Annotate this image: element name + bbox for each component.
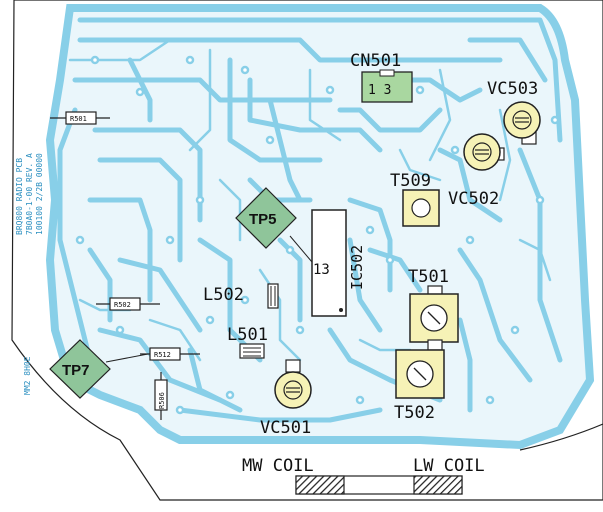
pads bbox=[75, 55, 560, 415]
resistor-r501 bbox=[65, 111, 97, 125]
testpoint-tp5 bbox=[235, 187, 297, 249]
trimmer-vc503 bbox=[503, 101, 541, 139]
connector-cn501 bbox=[361, 71, 413, 103]
ic-ic502 bbox=[311, 209, 347, 317]
mw-coil-pad bbox=[295, 475, 345, 495]
lw-coil-label: LW COIL bbox=[413, 456, 485, 476]
resistor-r502 bbox=[109, 297, 141, 311]
t509-label: T509 bbox=[390, 171, 431, 191]
ic-pin-13: 13 bbox=[313, 262, 330, 278]
trimmer-vc502 bbox=[463, 133, 501, 171]
tp5-label: TP5 bbox=[249, 211, 277, 228]
l501-label: L501 bbox=[227, 325, 268, 345]
testpoint-tp7 bbox=[49, 339, 111, 399]
resistor-r512 bbox=[149, 347, 181, 361]
mw-coil-label: MW COIL bbox=[242, 456, 314, 476]
vc502-label: VC502 bbox=[448, 189, 499, 209]
vc503-label: VC503 bbox=[487, 79, 538, 99]
resistor-r506 bbox=[154, 379, 168, 411]
board-mark: MM2 8H0E bbox=[23, 356, 32, 395]
board-edge-right bbox=[519, 423, 603, 451]
vc501-label: VC501 bbox=[260, 418, 311, 438]
r506-label: R506 bbox=[158, 392, 166, 409]
r501-label: R501 bbox=[70, 115, 87, 123]
cn501-label: CN501 bbox=[350, 51, 401, 71]
cn501-pins: 1 3 bbox=[368, 83, 391, 98]
inductor-l502 bbox=[267, 283, 279, 309]
ic502-label: IC502 bbox=[348, 245, 366, 290]
l502-label: L502 bbox=[203, 285, 244, 305]
trimmer-vc501 bbox=[274, 371, 312, 409]
board-text-1: BRQ800 RADIO PCB bbox=[15, 158, 24, 235]
t501-label: T501 bbox=[408, 267, 449, 287]
board-text-2: 7B0A0-1-00 REV. A bbox=[25, 153, 34, 235]
lw-coil-pad bbox=[413, 475, 463, 495]
t502-label: T502 bbox=[394, 403, 435, 423]
board-text-3: 100100 2/2B 00000 bbox=[35, 153, 44, 235]
r512-label: R512 bbox=[154, 351, 171, 359]
tp7-label: TP7 bbox=[62, 362, 90, 379]
r502-label: R502 bbox=[114, 301, 131, 309]
